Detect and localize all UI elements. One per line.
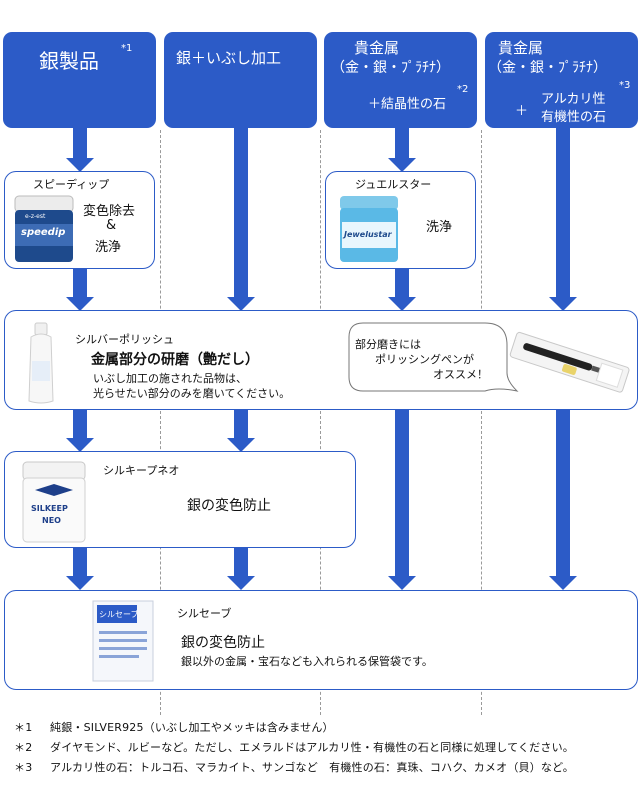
product-note: いぶし加工の施された品物は、 (93, 372, 247, 385)
product-box-silkeep: SILKEEP NEO シルキープネオ 銀の変色防止 (4, 451, 356, 548)
product-name: シルキープネオ (103, 464, 180, 477)
footnote: ＊2 ダイヤモンド、ルビーなど。ただし、エメラルドはアルカリ性・有機性の石と同様に… (14, 739, 574, 755)
polishing-pen-image (505, 319, 633, 403)
header-plus-stone: ＋結晶性の石 (368, 97, 447, 112)
jar-label-main: Jewelustar (344, 230, 392, 239)
polish-bottle-image (23, 321, 59, 405)
product-desc: 洗浄 (426, 220, 453, 235)
header-plus-organic: 有機性の石 (541, 110, 607, 125)
header-title: 銀＋いぶし加工 (176, 49, 282, 67)
footnote-mark: ＊1 (14, 721, 33, 734)
product-desc-amp: & (106, 218, 117, 233)
product-title: 金属部分の研磨（艶だし） (91, 352, 259, 368)
jewelustar-jar-image: Jewelustar (338, 194, 400, 264)
product-desc: 変色除去 (83, 204, 136, 219)
product-title: 銀の変色防止 (181, 635, 265, 651)
footnote-mark: *1 (121, 43, 133, 54)
header-silver-oxidized: 銀＋いぶし加工 (164, 32, 317, 128)
product-desc: 銀の変色防止 (187, 498, 271, 514)
footnote-text: ダイヤモンド、ルビーなど。ただし、エメラルドはアルカリ性・有機性の石と同様に処理… (50, 741, 574, 754)
footnote-text: アルカリ性の石：トルコ石、マラカイト、サンゴなど 有機性の石：真珠、コハク、カメ… (50, 761, 574, 774)
footnote-text: 純銀・SILVER925（いぶし加工やメッキは含みません） (50, 721, 334, 734)
footnote: ＊3 アルカリ性の石：トルコ石、マラカイト、サンゴなど 有機性の石：真珠、コハク、… (14, 759, 574, 775)
column-separator (481, 130, 482, 715)
footnote-mark: ＊3 (14, 761, 33, 774)
product-name: スピーディップ (33, 178, 110, 191)
product-note: 銀以外の金属・宝石なども入れられる保管袋です。 (181, 655, 433, 668)
silsave-bag-image: シルセーブ (91, 599, 155, 683)
header-precious-crystal: 貴金属 （金・銀・ﾌﾟﾗﾁﾅ） ＋結晶性の石 *2 (324, 32, 477, 128)
bubble-text: オススメ！ (433, 368, 488, 381)
column-separator (320, 130, 321, 715)
product-name: シルセーブ (177, 607, 232, 620)
jar-label: NEO (42, 516, 61, 525)
bag-label: シルセーブ (99, 610, 139, 619)
bubble-text: ポリッシングペンが (375, 353, 474, 366)
product-note: 光らせたい部分のみを磨いてください。 (93, 387, 291, 400)
header-precious-organic: 貴金属 （金・銀・ﾌﾟﾗﾁﾅ） ＋ アルカリ性 有機性の石 *3 (485, 32, 638, 128)
footnote-mark: *3 (619, 80, 631, 91)
header-plus-sign: ＋ (515, 104, 529, 119)
header-metals: （金・銀・ﾌﾟﾗﾁﾅ） (488, 60, 607, 76)
header-metals: （金・銀・ﾌﾟﾗﾁﾅ） (331, 60, 450, 76)
header-title: 銀製品 (39, 49, 99, 73)
product-box-polish: シルバーポリッシュ 金属部分の研磨（艶だし） いぶし加工の施された品物は、 光ら… (4, 310, 638, 410)
jar-label-top: e-z-est (25, 213, 46, 220)
column-separator (160, 130, 161, 715)
product-name: ジュエルスター (355, 178, 432, 191)
jar-label-main: speedip (21, 227, 66, 238)
footnote-mark: ＊2 (14, 741, 33, 754)
product-name: シルバーポリッシュ (75, 333, 174, 346)
header-title: 貴金属 (498, 39, 544, 57)
header-plus-alkaline: アルカリ性 (541, 92, 606, 107)
product-box-speedip: スピーディップ e-z-est speedip 変色除去 & 洗浄 (4, 171, 155, 269)
footnote: ＊1 純銀・SILVER925（いぶし加工やメッキは含みません） (14, 719, 334, 735)
bubble-text: 部分磨きには (355, 338, 421, 351)
speech-bubble: 部分磨きには ポリッシングペンが オススメ！ (345, 319, 523, 403)
silkeep-jar-image: SILKEEP NEO (19, 460, 89, 544)
footnote-mark: *2 (457, 84, 469, 95)
product-box-jewelustar: ジュエルスター Jewelustar 洗浄 (325, 171, 476, 269)
jar-label: SILKEEP (31, 504, 68, 513)
speedip-jar-image: e-z-est speedip (13, 194, 75, 264)
header-silver: 銀製品 *1 (3, 32, 156, 128)
product-desc: 洗浄 (95, 240, 122, 255)
product-box-silsave: シルセーブ シルセーブ 銀の変色防止 銀以外の金属・宝石なども入れられる保管袋で… (4, 590, 638, 690)
header-title: 貴金属 (354, 39, 400, 57)
